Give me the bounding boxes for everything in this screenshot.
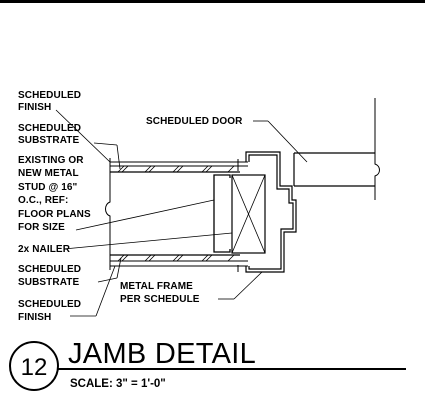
door-break-line <box>374 98 380 200</box>
leader-lines <box>55 109 308 317</box>
wall-break-line <box>105 158 111 270</box>
bottom-substrate-hatch <box>117 254 235 262</box>
label-door: SCHEDULED DOOR <box>146 116 243 127</box>
metal-stud <box>213 174 231 253</box>
label-nailer: 2x NAILER <box>18 244 71 255</box>
metal-frame-outer <box>245 151 297 273</box>
sheet-top-border <box>0 0 425 3</box>
wall-assembly <box>105 98 380 273</box>
label-finish-bottom: SCHEDULED FINISH <box>18 299 84 323</box>
detail-title: JAMB DETAIL <box>68 338 256 370</box>
detail-title-block: 12 JAMB DETAIL SCALE: 3" = 1'-0" <box>9 338 406 391</box>
nailer-block <box>231 174 266 254</box>
label-metal-stud: EXISTING OR NEW METAL STUD @ 16" O.C., R… <box>18 155 94 233</box>
detail-number: 12 <box>21 354 48 381</box>
metal-frame-inner <box>248 154 294 270</box>
detail-scale: SCALE: 3" = 1'-0" <box>70 378 166 390</box>
door-slab <box>293 98 380 200</box>
label-finish-top: SCHEDULED FINISH <box>18 90 84 113</box>
top-substrate-hatch <box>117 165 235 173</box>
label-metal-frame: METAL FRAME PER SCHEDULE <box>120 281 200 305</box>
detail-number-circle <box>9 341 59 391</box>
label-substrate-bottom: SCHEDULED SUBSTRATE <box>18 264 84 288</box>
label-substrate-top: SCHEDULED SUBSTRATE <box>18 123 84 146</box>
